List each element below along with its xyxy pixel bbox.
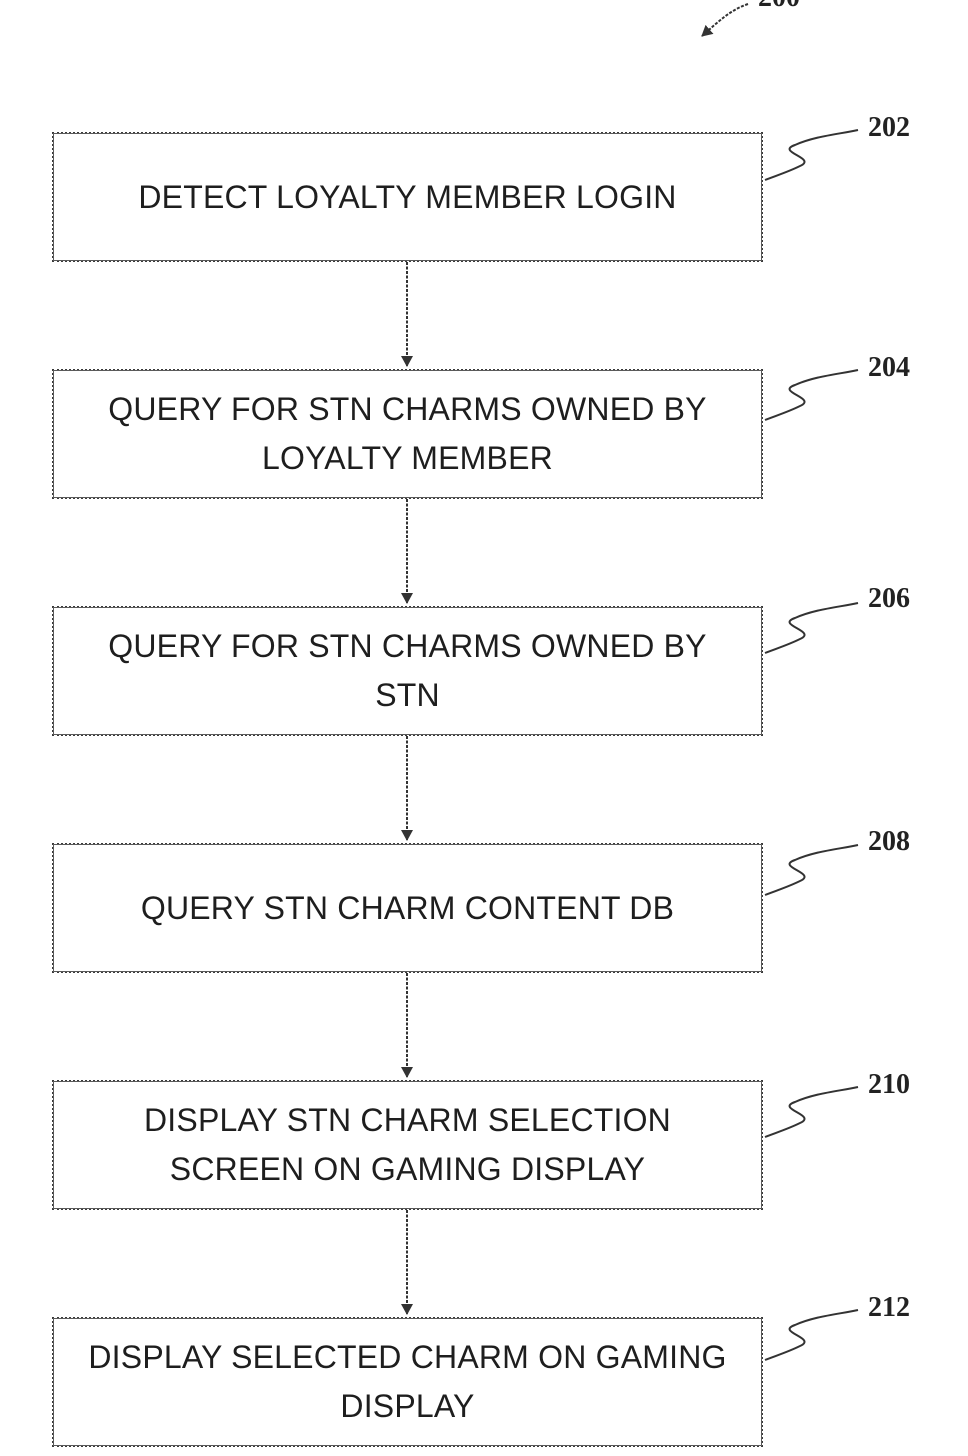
step-ref-212: 212 bbox=[868, 1292, 910, 1324]
step-ref-208: 208 bbox=[868, 826, 910, 858]
step-text-210: DISPLAY STN CHARM SELECTION SCREEN ON GA… bbox=[128, 1096, 687, 1194]
step-box-204: QUERY FOR STN CHARMS OWNED BY LOYALTY ME… bbox=[52, 369, 763, 499]
step-text-212: DISPLAY SELECTED CHARM ON GAMING DISPLAY bbox=[72, 1333, 742, 1431]
step-box-210: DISPLAY STN CHARM SELECTION SCREEN ON GA… bbox=[52, 1080, 763, 1210]
step-ref-206: 206 bbox=[868, 583, 910, 615]
step-box-202: DETECT LOYALTY MEMBER LOGIN bbox=[52, 132, 763, 262]
step-box-206: QUERY FOR STN CHARMS OWNED BY STN bbox=[52, 606, 763, 736]
step-text-206: QUERY FOR STN CHARMS OWNED BY STN bbox=[92, 622, 722, 720]
step-ref-202: 202 bbox=[868, 112, 910, 144]
step-text-204: QUERY FOR STN CHARMS OWNED BY LOYALTY ME… bbox=[92, 385, 722, 483]
figure-pointer-arrow bbox=[702, 4, 748, 36]
leader-line-204 bbox=[765, 370, 858, 420]
step-ref-210: 210 bbox=[868, 1069, 910, 1101]
leader-line-202 bbox=[765, 130, 858, 180]
leader-line-206 bbox=[765, 603, 858, 653]
leader-line-210 bbox=[765, 1087, 858, 1137]
step-text-202: DETECT LOYALTY MEMBER LOGIN bbox=[122, 173, 692, 222]
leader-line-212 bbox=[765, 1310, 858, 1360]
step-box-208: QUERY STN CHARM CONTENT DB bbox=[52, 843, 763, 973]
figure-reference-label: 200 bbox=[758, 0, 800, 14]
leader-line-208 bbox=[765, 845, 858, 895]
step-ref-204: 204 bbox=[868, 352, 910, 384]
step-box-212: DISPLAY SELECTED CHARM ON GAMING DISPLAY bbox=[52, 1317, 763, 1447]
step-text-208: QUERY STN CHARM CONTENT DB bbox=[125, 884, 690, 933]
